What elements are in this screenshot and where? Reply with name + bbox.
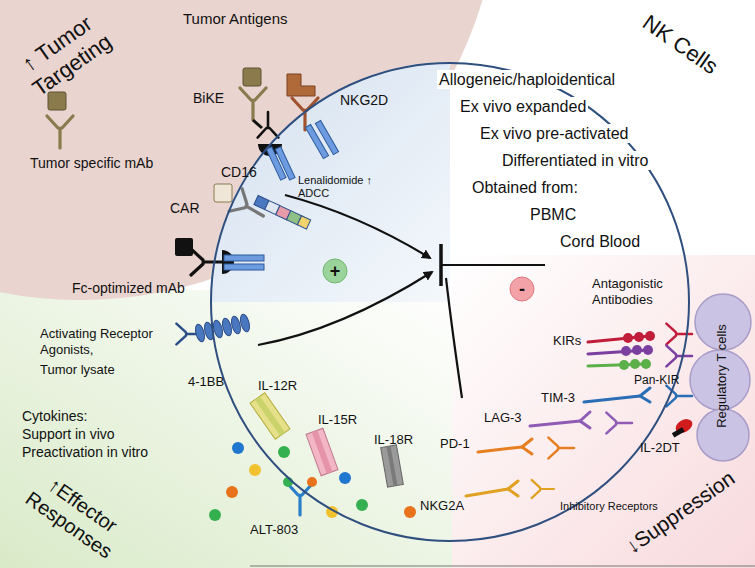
group-label: Inhibitory Receptors <box>560 500 658 513</box>
molecule-label: Tumor specific mAb <box>30 155 153 172</box>
node-text: Regulatory T cells <box>714 324 730 428</box>
molecule-label: Activating Receptor Agonists, <box>40 326 175 357</box>
molecule-label: Antagonistic Antibodies <box>592 276 684 307</box>
node-text: Differentiated in vitro <box>500 151 650 170</box>
molecule-label: IL-2DT <box>640 440 680 456</box>
node-text: PBMC <box>528 205 578 224</box>
cytokine-dots <box>209 442 416 521</box>
cell-membrane <box>211 63 689 541</box>
activation-arrows <box>258 195 545 398</box>
receptor-label: 4-1BB <box>188 374 224 390</box>
molecule-label: ALT-803 <box>250 522 298 538</box>
node-text: Ex vivo pre-activated <box>478 124 631 143</box>
node-text: Allogeneic/haploidentical <box>437 70 617 89</box>
receptor-label: NKG2D <box>340 92 388 109</box>
regulatory-t-cells: Regulatory T cells <box>688 290 755 462</box>
node-text: Obtained from: <box>470 178 580 197</box>
receptor-label: IL-12R <box>258 378 297 394</box>
receptor-label: NKG2A <box>420 498 464 514</box>
receptor-label: LAG-3 <box>484 410 522 426</box>
cytokine-note: Support in vivo <box>22 426 115 443</box>
receptor-label: IL-15R <box>318 412 357 428</box>
sign-symbol: - <box>519 280 525 298</box>
receptor-label: TIM-3 <box>541 390 575 406</box>
molecule-label: Tumor lysate <box>40 362 115 378</box>
molecule-label: Tumor Antigens <box>183 10 288 28</box>
receptor-label: KIRs <box>553 333 581 349</box>
receptor-label: CD16 <box>221 164 257 181</box>
cytokine-note: Cytokines: <box>22 408 87 425</box>
molecule-label: BiKE <box>193 90 224 107</box>
drug-note: Lenalidomide ↑ ADCC <box>298 174 373 200</box>
node-text: Ex vivo expanded <box>458 97 588 116</box>
receptor-label: IL-18R <box>374 432 413 448</box>
inhibitory-receptors <box>466 324 692 499</box>
molecule-label: Fc-optimized mAb <box>72 280 185 297</box>
il-2dt-molecule <box>672 416 695 437</box>
sign-symbol: + <box>330 262 341 280</box>
receptor-label: CAR <box>170 200 200 217</box>
receptor-label: PD-1 <box>440 436 470 452</box>
sign-circles <box>323 259 534 301</box>
molecule-label: Pan-KIR <box>634 373 679 387</box>
tumor-targeting-molecules <box>47 68 339 275</box>
node-text: Cord Blood <box>558 232 642 251</box>
cytokine-note: Preactivation in vitro <box>22 444 148 461</box>
